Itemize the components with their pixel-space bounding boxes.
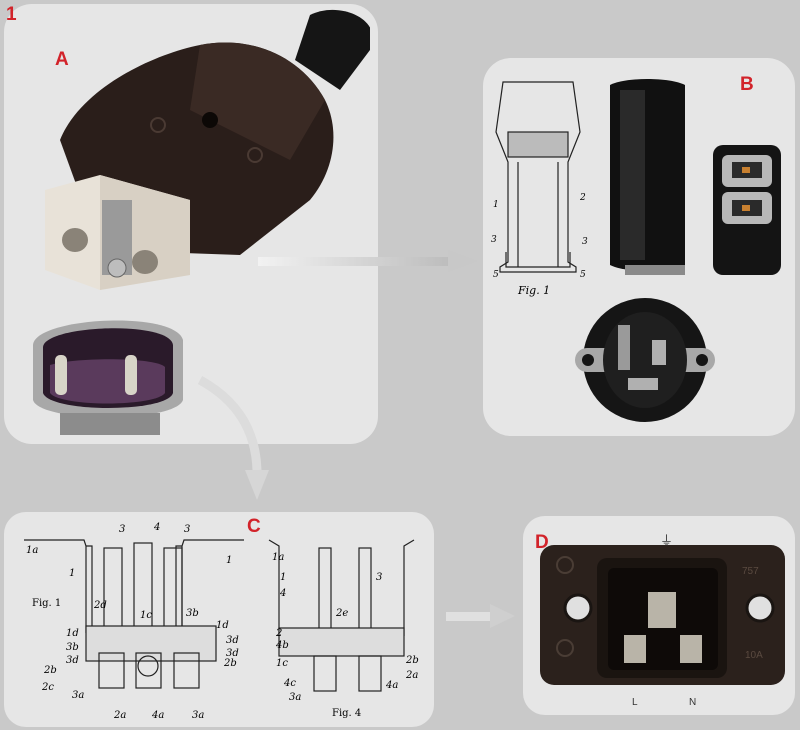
patent-c-right-label: 1c <box>276 658 288 669</box>
panel-label-a: A <box>55 49 69 70</box>
patent-b-part-3b: 3 <box>582 237 588 247</box>
patent-c-right-label: 4c <box>283 678 296 689</box>
iec-inlet-photo <box>540 545 785 685</box>
patent-c-right-label: 2e <box>335 608 348 619</box>
arrow-a-to-b <box>258 250 478 272</box>
patent-c-right-label: 4a <box>385 680 398 691</box>
patent-c-left-label: 3d <box>226 635 239 646</box>
patent-c-left-label: 4 <box>153 522 160 533</box>
patent-c-right-label: 2 <box>275 628 282 639</box>
patent-b-part-5b: 5 <box>580 270 586 280</box>
patent-c-left-label: 3b <box>66 642 79 653</box>
patent-c-fig1: Fig. 1 <box>32 598 61 609</box>
patent-c-left-label: 2b <box>223 658 237 669</box>
inlet-socket-photo <box>33 320 183 435</box>
patent-c-left-label: 3d <box>66 655 79 666</box>
plug-face-photo <box>713 145 781 275</box>
patent-c-left-label: 3a <box>192 710 204 721</box>
patent-c-left-label: 1 <box>226 555 232 566</box>
patent-c-left-label: 2c <box>41 682 54 693</box>
arrow-a-to-c <box>197 376 269 500</box>
patent-c-right-label: 3a <box>289 692 301 703</box>
patent-b-part-3a: 3 <box>491 235 497 245</box>
patent-c-left-label: 1c <box>140 610 152 621</box>
patent-c-left-label: 3d <box>226 648 239 659</box>
patent-c-left-label: 1a <box>26 545 38 556</box>
patent-drawing-c: Fig. 1 Fig. 4 3 4 3 1 1a 1 2d 1d 3b 3d 1… <box>24 522 419 721</box>
patent-b-part-5a: 5 <box>493 270 499 280</box>
patent-c-right-label: 1 <box>280 572 286 583</box>
patent-b-part-2: 2 <box>579 193 586 203</box>
patent-c-right-label: 1a <box>272 552 284 563</box>
round-inlet-photo <box>575 298 715 422</box>
patent-b-fig: Fig. 1 <box>517 284 550 297</box>
inlet-mark-757: 757 <box>742 566 759 577</box>
arrow-c-to-d <box>446 604 515 628</box>
patent-c-left-label: 3a <box>72 690 84 701</box>
panel-label-c: C <box>247 516 261 537</box>
patent-c-left-label: 4a <box>151 710 164 721</box>
figure-number: 1 <box>6 4 17 25</box>
patent-c-left-label: 2b <box>43 665 57 676</box>
patent-c-left-label: 1d <box>66 628 79 639</box>
inlet-mark-10a: 10A <box>745 650 763 661</box>
patent-c-left-label: 3b <box>186 608 199 619</box>
patent-c-left-label: 3 <box>184 524 190 535</box>
panel-label-b: B <box>740 74 754 95</box>
patent-c-left-label: 1 <box>69 568 75 579</box>
patent-c-right-label: 4 <box>279 588 286 599</box>
panel-label-d: D <box>535 532 549 553</box>
patent-c-left-label: 1d <box>216 620 229 631</box>
ground-symbol-icon: ⏚ <box>660 533 674 548</box>
line-terminal-label: L <box>632 697 638 708</box>
connector-plug-photo <box>45 10 370 290</box>
plug-side-photo <box>610 79 685 275</box>
patent-drawing-b: Fig. 1 1 2 3 3 5 5 <box>491 81 588 297</box>
neutral-terminal-label: N <box>689 697 697 708</box>
patent-c-left-label: 2d <box>93 600 107 611</box>
patent-c-left-label: 2a <box>113 710 126 721</box>
patent-c-right-label: 2b <box>405 655 419 666</box>
patent-c-fig4: Fig. 4 <box>332 708 361 719</box>
patent-c-right-label: 4b <box>275 640 289 651</box>
patent-c-right-label: 2a <box>405 670 418 681</box>
patent-c-right-label: 3 <box>376 572 382 583</box>
patent-c-left-label: 3 <box>119 524 125 535</box>
patent-b-part-1: 1 <box>493 200 499 210</box>
